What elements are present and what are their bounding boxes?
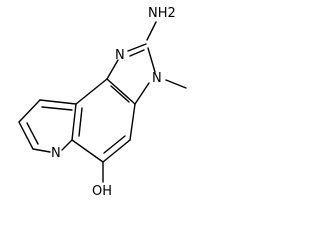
bond-c8-c7 <box>18 121 34 150</box>
bond-c2-n3 <box>147 47 156 73</box>
bond-c5a-c9a <box>71 103 77 141</box>
bond-c9a-c9b <box>75 78 108 105</box>
bond-c9b-c3a-inner <box>110 85 130 103</box>
bond-c5a-c9a-inner <box>78 107 83 137</box>
bond-n3-methyl <box>165 79 187 89</box>
methyl-n-label: N <box>152 71 162 86</box>
bond-c9a-c9-inner <box>41 106 73 111</box>
bond-c9-c8 <box>18 99 41 123</box>
bond-c4-c5 <box>102 139 131 163</box>
chemical-structure: NH2 N N N OH <box>18 6 187 199</box>
amino-label: NH2 <box>148 6 176 21</box>
bond-c5-c5a <box>71 139 104 163</box>
bond-c9a-c9 <box>39 99 77 105</box>
bond-c2-n1 <box>127 43 147 52</box>
quinoline-n-label: N <box>51 146 61 161</box>
bond-c9b-c3a <box>106 78 136 105</box>
imidazole-n-label: N <box>115 48 125 63</box>
bond-c7-n6 <box>32 148 51 153</box>
atom-labels: NH2 N N N OH <box>51 6 176 199</box>
bond-c3a-c4 <box>129 103 136 141</box>
bond-c8-c7-inner <box>26 122 39 145</box>
bond-c4-c5-inner <box>103 135 126 154</box>
bond-lines <box>18 21 187 183</box>
bond-n3-c3a <box>134 82 150 105</box>
hydroxyl-label: OH <box>92 184 112 199</box>
bond-n1-c9b <box>106 59 119 80</box>
bond-c2-n1-double <box>129 49 145 57</box>
bond-n6-c5a <box>61 139 73 151</box>
bond-amino <box>146 21 157 41</box>
